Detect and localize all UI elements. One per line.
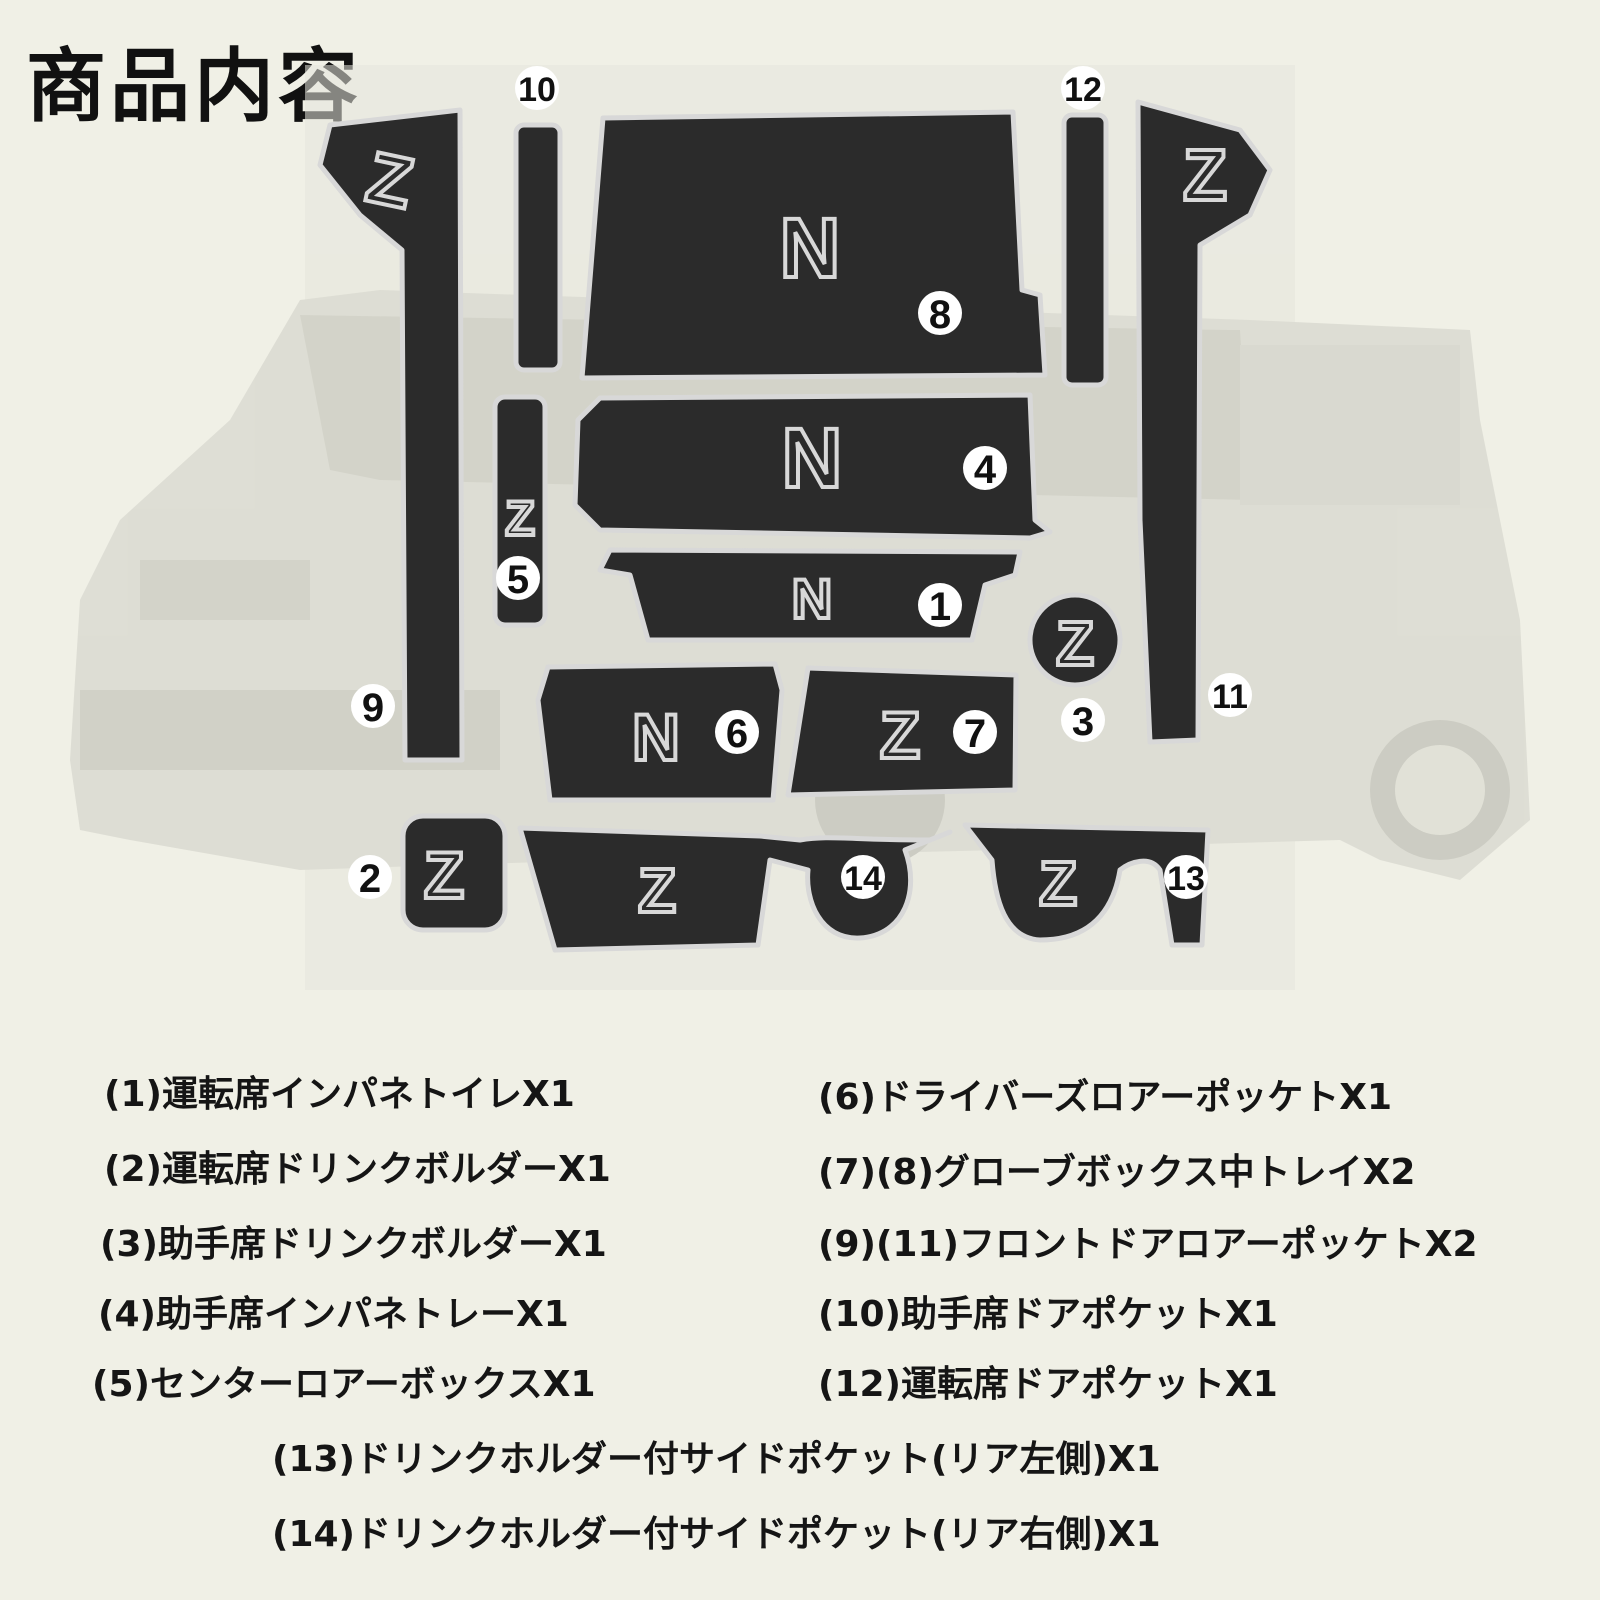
badge-6: 6 bbox=[715, 710, 759, 756]
logo-z-mat-14: Z bbox=[638, 857, 676, 926]
number-badges: 1 2 3 4 5 6 7 8 9 10 11 12 13 14 bbox=[348, 66, 1252, 901]
logo-z-mat-13: Z bbox=[1039, 850, 1077, 919]
badge-1: 1 bbox=[918, 583, 962, 629]
mat-11-front-door-right bbox=[1135, 99, 1273, 745]
badge-8: 8 bbox=[918, 291, 962, 337]
svg-text:6: 6 bbox=[726, 712, 748, 756]
badge-12: 12 bbox=[1061, 66, 1105, 110]
contents-item: (4)助手席インパネトレーX1 bbox=[98, 1294, 569, 1335]
logo-n-mat-1: N bbox=[792, 567, 832, 630]
page-title: 商品内容 bbox=[26, 40, 362, 133]
logo-z-mat-7: Z bbox=[880, 698, 920, 772]
contents-item: (10)助手席ドアポケットX1 bbox=[818, 1294, 1278, 1335]
badge-10: 10 bbox=[515, 66, 559, 110]
logo-n-mat-6: N bbox=[632, 700, 680, 774]
contents-item: (1)運転席インパネトイレX1 bbox=[104, 1074, 575, 1115]
logo-n-mat-4: N bbox=[782, 411, 843, 505]
mat-set bbox=[317, 99, 1273, 953]
mat-1-driver-panel-tray bbox=[597, 547, 1023, 643]
contents-item: (14)ドリンクホルダー付サイドポケット(リア右側)X1 bbox=[272, 1514, 1161, 1555]
contents-item: (6)ドライバーズロアーポッケトX1 bbox=[818, 1077, 1393, 1118]
badge-4: 4 bbox=[963, 446, 1007, 492]
svg-text:4: 4 bbox=[974, 448, 997, 492]
logo-n-mat-8: N bbox=[780, 201, 841, 295]
contents-item: (9)(11)フロントドアロアーポッケトX2 bbox=[818, 1224, 1478, 1265]
mat-6-driver-lower-pocket bbox=[535, 661, 785, 803]
mat-10-passenger-door-pocket bbox=[513, 122, 563, 373]
svg-text:10: 10 bbox=[518, 71, 556, 109]
product-figure: Z Z N N Z N Z N Z Z Z Z 1 2 3 4 5 6 7 8 … bbox=[70, 66, 1530, 953]
badge-2: 2 bbox=[348, 855, 392, 901]
badge-11: 11 bbox=[1208, 673, 1252, 717]
svg-text:9: 9 bbox=[362, 686, 384, 730]
logo-z-mat-2: Z bbox=[424, 838, 464, 912]
svg-text:8: 8 bbox=[929, 293, 951, 337]
mat-9-front-door-left bbox=[317, 107, 465, 763]
mat-12-driver-door-pocket bbox=[1061, 112, 1109, 388]
contents-item: (13)ドリンクホルダー付サイドポケット(リア左側)X1 bbox=[272, 1439, 1161, 1480]
mat-3-passenger-cup-holder bbox=[1027, 592, 1123, 688]
badge-9: 9 bbox=[351, 684, 395, 730]
svg-text:7: 7 bbox=[964, 712, 986, 756]
badge-14: 14 bbox=[841, 855, 885, 899]
svg-text:1: 1 bbox=[929, 585, 951, 629]
contents-item: (3)助手席ドリンクボルダーX1 bbox=[100, 1224, 607, 1265]
contents-item: (7)(8)グローブボックス中トレイX2 bbox=[818, 1152, 1416, 1193]
logo-z-mat-11: Z bbox=[1183, 136, 1227, 216]
badge-7: 7 bbox=[953, 710, 997, 756]
mat-2-driver-cup-holder bbox=[400, 813, 508, 933]
svg-text:11: 11 bbox=[1212, 678, 1248, 716]
svg-text:2: 2 bbox=[359, 857, 381, 901]
mat-13-rear-left-pocket bbox=[962, 822, 1211, 948]
svg-text:5: 5 bbox=[507, 558, 529, 602]
mat-14-rear-right-pocket bbox=[517, 825, 953, 953]
badge-3: 3 bbox=[1061, 698, 1105, 744]
contents-item: (12)運転席ドアポケットX1 bbox=[818, 1364, 1278, 1405]
svg-text:13: 13 bbox=[1167, 860, 1205, 898]
mat-7-glovebox-tray bbox=[785, 665, 1019, 798]
mat-4-passenger-panel-tray bbox=[572, 392, 1053, 541]
badge-13: 13 bbox=[1164, 855, 1208, 899]
contents-item: (2)運転席ドリンクボルダーX1 bbox=[104, 1149, 611, 1190]
logo-z-mat-3: Z bbox=[1056, 610, 1094, 679]
contents-item: (5)センターロアーボックスX1 bbox=[92, 1364, 596, 1405]
svg-text:12: 12 bbox=[1064, 71, 1102, 109]
logo-z-mat-5: Z bbox=[505, 493, 534, 546]
svg-text:3: 3 bbox=[1072, 700, 1094, 744]
svg-text:14: 14 bbox=[844, 860, 882, 898]
badge-5: 5 bbox=[496, 556, 540, 602]
